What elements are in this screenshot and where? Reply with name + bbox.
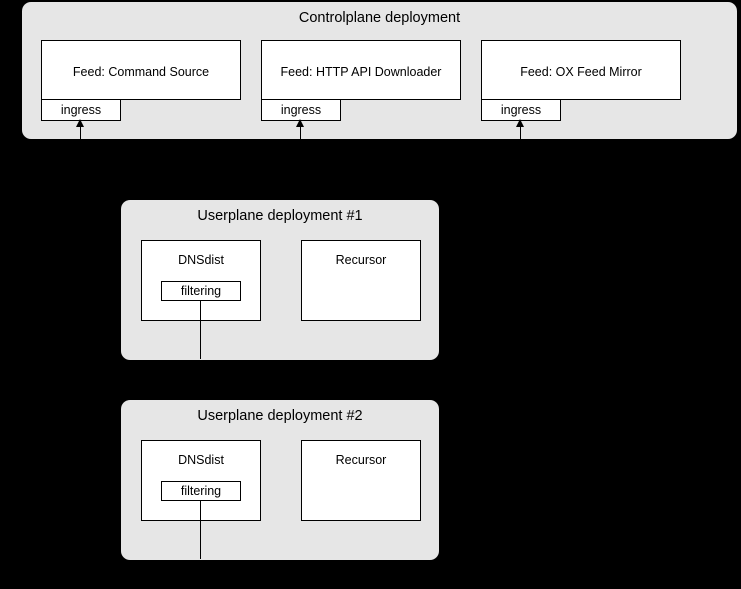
ingress-arrow-command-source bbox=[76, 119, 84, 127]
dnsdist-label-userplane-2: DNSdist bbox=[178, 453, 224, 467]
feed-label-command-source: Feed: Command Source bbox=[72, 65, 210, 79]
dnsdist-label-userplane-1: DNSdist bbox=[178, 253, 224, 267]
controlplane-title: Controlplane deployment bbox=[298, 10, 461, 26]
filtering-box-userplane-2[interactable]: filtering bbox=[161, 481, 241, 501]
recursor-label-userplane-1: Recursor bbox=[335, 253, 387, 267]
ingress-connector-ox-feed-mirror bbox=[520, 127, 521, 139]
feed-box-command-source[interactable]: Feed: Command Source bbox=[41, 40, 241, 100]
filtering-connector-userplane-2 bbox=[200, 501, 201, 559]
userplane-deployment-1-title: Userplane deployment #1 bbox=[197, 208, 363, 224]
feed-label-http-api-downloader: Feed: HTTP API Downloader bbox=[280, 65, 442, 79]
recursor-label-userplane-2: Recursor bbox=[335, 453, 387, 467]
dnsdist-box-userplane-2[interactable]: DNSdist bbox=[141, 440, 261, 521]
ingress-arrow-http-api-downloader bbox=[296, 119, 304, 127]
recursor-box-userplane-1[interactable]: Recursor bbox=[301, 240, 421, 321]
ingress-box-http-api-downloader[interactable]: ingress bbox=[261, 99, 341, 121]
ingress-connector-command-source bbox=[80, 127, 81, 139]
ingress-connector-http-api-downloader bbox=[300, 127, 301, 139]
ingress-arrow-ox-feed-mirror bbox=[516, 119, 524, 127]
feed-label-ox-feed-mirror: Feed: OX Feed Mirror bbox=[520, 65, 642, 79]
ingress-box-command-source[interactable]: ingress bbox=[41, 99, 121, 121]
feed-box-http-api-downloader[interactable]: Feed: HTTP API Downloader bbox=[261, 40, 461, 100]
userplane-deployment-2-title: Userplane deployment #2 bbox=[197, 408, 363, 424]
ingress-box-ox-feed-mirror[interactable]: ingress bbox=[481, 99, 561, 121]
filtering-box-userplane-1[interactable]: filtering bbox=[161, 281, 241, 301]
feed-box-ox-feed-mirror[interactable]: Feed: OX Feed Mirror bbox=[481, 40, 681, 100]
dnsdist-box-userplane-1[interactable]: DNSdist bbox=[141, 240, 261, 321]
recursor-box-userplane-2[interactable]: Recursor bbox=[301, 440, 421, 521]
filtering-connector-userplane-1 bbox=[200, 301, 201, 359]
